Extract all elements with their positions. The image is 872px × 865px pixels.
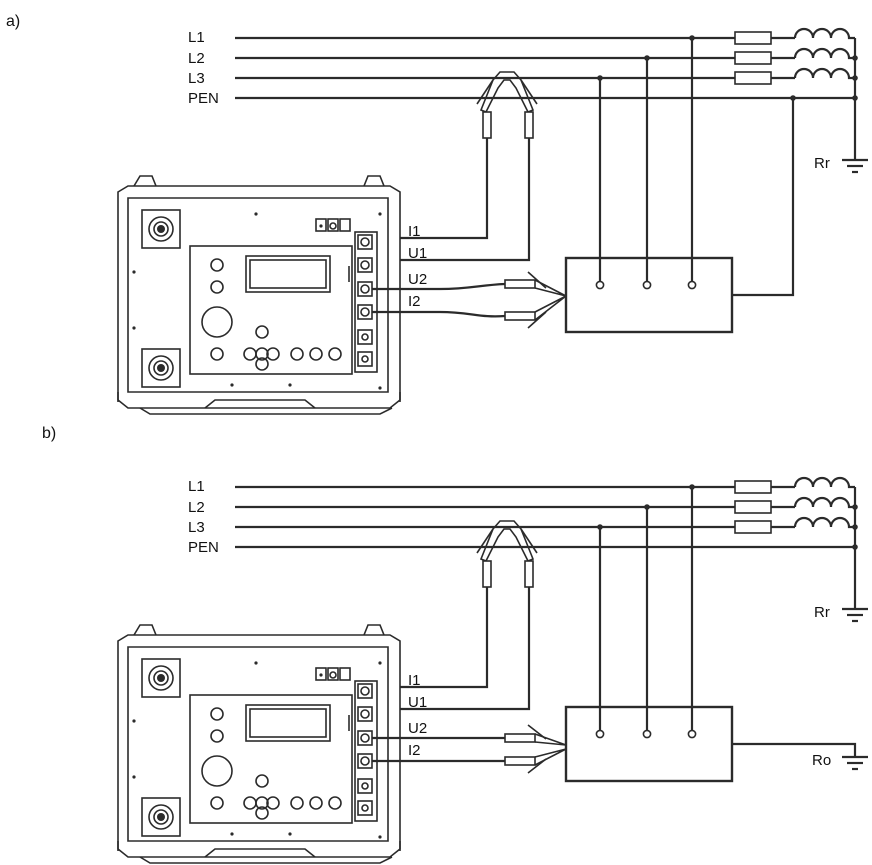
panel-b-line-l2-label: L2 (188, 499, 205, 516)
panel-a-label: a) (6, 13, 20, 30)
panel-a-fuses (734, 31, 795, 85)
panel-b-line-pen-label: PEN (188, 539, 219, 556)
panel-a-line-pen-label: PEN (188, 90, 219, 107)
panel-b-label: b) (42, 425, 56, 442)
panel-b-probe-leads (372, 724, 567, 774)
panel-a-ground-rr: Rr (814, 155, 870, 174)
panel-b-terminal-i1: I1 (408, 672, 421, 689)
panel-a-terminal-i2: I2 (408, 293, 421, 310)
panel-a-probe-leads (372, 271, 567, 329)
panel-b-meter (117, 624, 401, 864)
panel-a-terminal-i1: I1 (408, 223, 421, 240)
panel-b: b) L1 L2 L3 PEN Rr (42, 425, 870, 864)
panel-b-ro-label: Ro (812, 752, 831, 769)
panel-a: a) L1 L2 L3 PEN (6, 13, 870, 415)
panel-b-ground-rr: Rr (814, 604, 870, 623)
panel-a-current-clamp (372, 71, 538, 262)
panel-a-line-l3-label: L3 (188, 70, 205, 87)
panel-b-ground-ro: Ro (812, 752, 870, 771)
panel-b-terminal-u1: U1 (408, 694, 427, 711)
panel-b-rr-label: Rr (814, 604, 830, 621)
panel-a-meter (117, 175, 401, 415)
panel-b-terminal-i2: I2 (408, 742, 421, 759)
panel-a-line-l1-label: L1 (188, 29, 205, 46)
panel-b-transformer-coils (793, 476, 858, 609)
panel-a-device-box (564, 38, 795, 334)
panel-a-transformer-coils (793, 27, 858, 160)
panel-b-line-l3-label: L3 (188, 519, 205, 536)
panel-a-terminal-u2: U2 (408, 271, 427, 288)
panel-a-rr-label: Rr (814, 155, 830, 172)
panel-b-current-clamp (372, 520, 538, 711)
panel-b-terminal-u2: U2 (408, 720, 427, 737)
panel-b-fuses (734, 480, 795, 534)
panel-b-device-box (564, 487, 857, 783)
panel-b-line-l1-label: L1 (188, 478, 205, 495)
panel-a-terminal-u1: U1 (408, 245, 427, 262)
panel-a-line-l2-label: L2 (188, 50, 205, 67)
